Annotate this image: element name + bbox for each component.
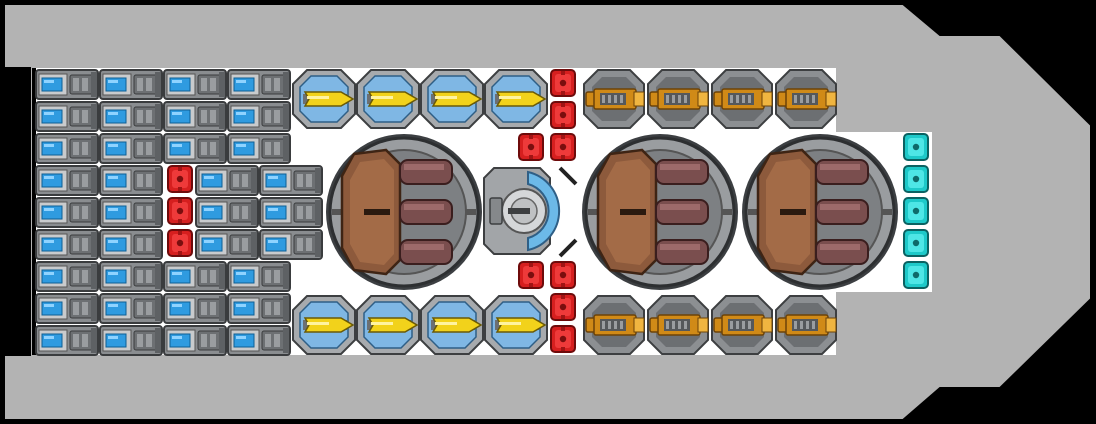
battery-bank[interactable] <box>259 197 323 228</box>
battery-bank[interactable] <box>163 101 227 132</box>
battery-bank[interactable] <box>99 165 163 196</box>
battery-bank[interactable] <box>35 197 99 228</box>
power-node[interactable] <box>167 165 193 193</box>
missile-launcher[interactable] <box>292 295 356 355</box>
power-node[interactable] <box>518 261 544 289</box>
power-node[interactable] <box>550 325 576 353</box>
battery-bank[interactable] <box>163 133 227 164</box>
power-node[interactable] <box>518 133 544 161</box>
battery-bank[interactable] <box>163 325 227 356</box>
battery-bank[interactable] <box>227 69 291 100</box>
gatling-gun[interactable] <box>775 295 837 355</box>
power-node[interactable] <box>550 293 576 321</box>
power-node[interactable] <box>550 133 576 161</box>
battery-bank[interactable] <box>259 165 323 196</box>
power-node[interactable] <box>550 101 576 129</box>
heavy-turret[interactable] <box>580 132 740 292</box>
gatling-gun[interactable] <box>711 295 773 355</box>
power-node[interactable] <box>167 197 193 225</box>
missile-launcher[interactable] <box>420 69 484 129</box>
battery-bank[interactable] <box>99 101 163 132</box>
gatling-gun[interactable] <box>583 295 645 355</box>
missile-launcher[interactable] <box>484 295 548 355</box>
battery-bank[interactable] <box>163 293 227 324</box>
shield-emitters <box>903 133 929 289</box>
battery-bank[interactable] <box>195 165 259 196</box>
battery-bank[interactable] <box>99 197 163 228</box>
gatling-gun[interactable] <box>711 69 773 129</box>
battery-bank[interactable] <box>35 165 99 196</box>
battery-bank[interactable] <box>227 133 291 164</box>
shield-emitter[interactable] <box>903 261 929 289</box>
core-struts <box>558 166 578 258</box>
missile-launcher[interactable] <box>356 69 420 129</box>
battery-bank[interactable] <box>35 293 99 324</box>
battery-bank[interactable] <box>227 101 291 132</box>
gatling-gun[interactable] <box>775 69 837 129</box>
missile-launcher[interactable] <box>420 295 484 355</box>
command-core[interactable] <box>483 167 561 255</box>
battery-bank[interactable] <box>99 69 163 100</box>
missile-launcher[interactable] <box>292 69 356 129</box>
battery-bank[interactable] <box>35 101 99 132</box>
power-node[interactable] <box>550 261 576 289</box>
shield-emitter[interactable] <box>903 165 929 193</box>
battery-bank[interactable] <box>99 133 163 164</box>
battery-bank[interactable] <box>163 261 227 292</box>
battery-bank[interactable] <box>35 325 99 356</box>
battery-bank[interactable] <box>99 261 163 292</box>
gatling-gun[interactable] <box>647 69 709 129</box>
battery-bank[interactable] <box>163 69 227 100</box>
heavy-turret[interactable] <box>324 132 484 292</box>
battery-bank[interactable] <box>99 293 163 324</box>
heavy-turret[interactable] <box>740 132 900 292</box>
battery-bank[interactable] <box>227 325 291 356</box>
battery-bank[interactable] <box>227 293 291 324</box>
battery-bank[interactable] <box>35 69 99 100</box>
battery-bank[interactable] <box>99 325 163 356</box>
gatling-gun[interactable] <box>647 295 709 355</box>
battery-bank[interactable] <box>99 229 163 260</box>
power-node[interactable] <box>550 69 576 97</box>
battery-bank[interactable] <box>259 229 323 260</box>
power-node[interactable] <box>167 229 193 257</box>
battery-bank[interactable] <box>195 197 259 228</box>
battery-bank[interactable] <box>227 261 291 292</box>
gatling-gun[interactable] <box>583 69 645 129</box>
shield-emitter[interactable] <box>903 133 929 161</box>
heavy-turrets <box>324 132 900 292</box>
battery-bank[interactable] <box>195 229 259 260</box>
battery-bank[interactable] <box>35 133 99 164</box>
shield-emitter[interactable] <box>903 197 929 225</box>
missile-launcher[interactable] <box>356 295 420 355</box>
missile-launcher[interactable] <box>484 69 548 129</box>
battery-bank[interactable] <box>35 261 99 292</box>
shield-emitter[interactable] <box>903 229 929 257</box>
battery-bank[interactable] <box>35 229 99 260</box>
